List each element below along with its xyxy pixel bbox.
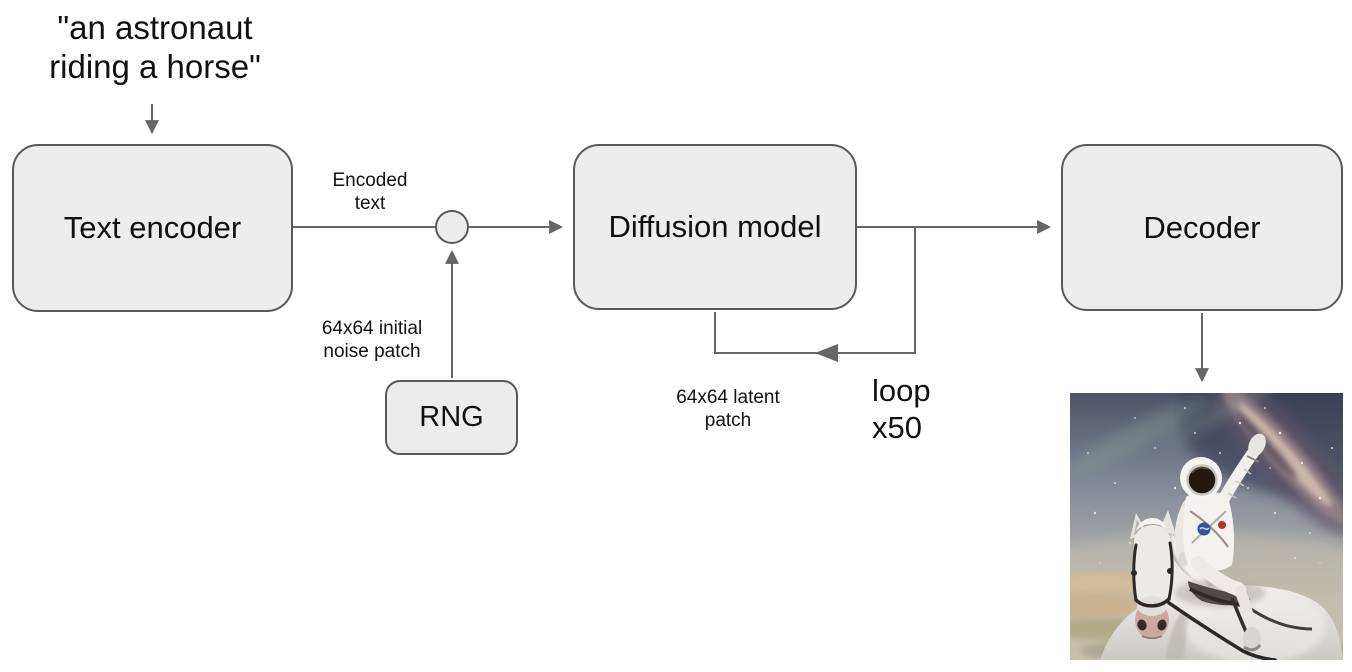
node-decoder-label: Decoder xyxy=(1143,209,1261,245)
node-diffusion-model: Diffusion model xyxy=(573,144,857,310)
node-decoder: Decoder xyxy=(1061,144,1343,311)
node-rng: RNG xyxy=(385,380,518,455)
generated-image-art xyxy=(1070,393,1343,660)
label-latent-patch: 64x64 latent patch xyxy=(676,387,780,431)
loop-arrowhead xyxy=(815,344,838,362)
node-diffusion-model-label: Diffusion model xyxy=(608,209,822,244)
node-text-encoder: Text encoder xyxy=(12,144,293,312)
prompt-text: "an astronaut riding a horse" xyxy=(49,9,261,85)
merge-node-circle xyxy=(435,210,469,244)
label-loop-count: loop x50 xyxy=(872,373,931,445)
node-rng-label: RNG xyxy=(419,401,484,433)
label-encoded-text: Encoded text xyxy=(332,170,408,214)
node-text-encoder-label: Text encoder xyxy=(63,210,242,245)
label-initial-noise-patch: 64x64 initial noise patch xyxy=(321,318,423,362)
generated-image xyxy=(1070,393,1343,660)
